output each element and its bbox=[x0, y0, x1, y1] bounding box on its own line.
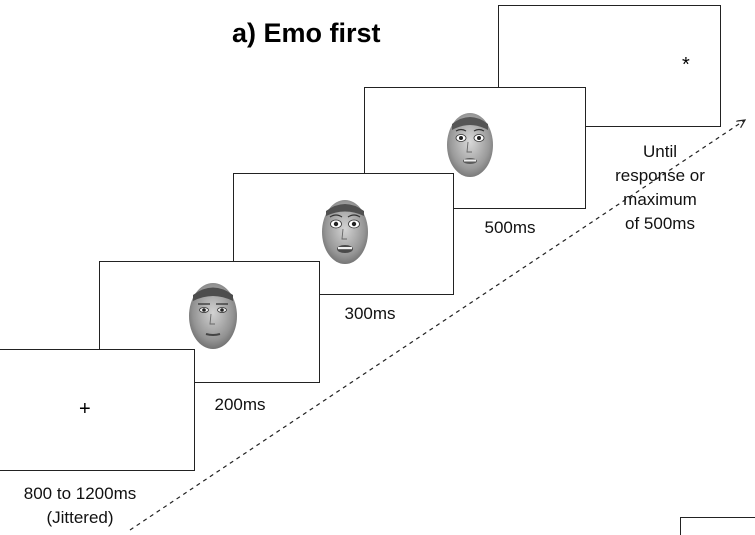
response-duration-line-3: maximum bbox=[623, 190, 697, 209]
page-title: a) Emo first bbox=[232, 18, 381, 48]
response-asterisk: * bbox=[682, 54, 690, 76]
fixation-cross: + bbox=[79, 398, 91, 420]
emotion-face-1-duration: 300ms bbox=[344, 304, 396, 323]
dashed-arrow-icon bbox=[129, 120, 745, 531]
neutral-face-frame bbox=[99, 261, 320, 383]
response-duration-line-4: of 500ms bbox=[625, 214, 695, 233]
response-frame: * bbox=[498, 5, 721, 127]
emotion-face-2-duration: 500ms bbox=[484, 218, 536, 237]
face-photo-icon bbox=[447, 113, 493, 177]
face-photo-icon bbox=[322, 200, 368, 264]
next-panel-frame-partial bbox=[680, 517, 755, 535]
response-duration-line-2: response or bbox=[615, 166, 705, 185]
fixation-frame: + bbox=[0, 349, 195, 471]
response-duration-line-1: Until bbox=[642, 142, 677, 161]
neutral-face-duration: 200ms bbox=[214, 395, 266, 414]
fixation-duration: 800 to 1200ms bbox=[23, 484, 137, 503]
face-photo-icon bbox=[189, 283, 237, 349]
fixation-jitter-note: (Jittered) bbox=[46, 508, 114, 527]
